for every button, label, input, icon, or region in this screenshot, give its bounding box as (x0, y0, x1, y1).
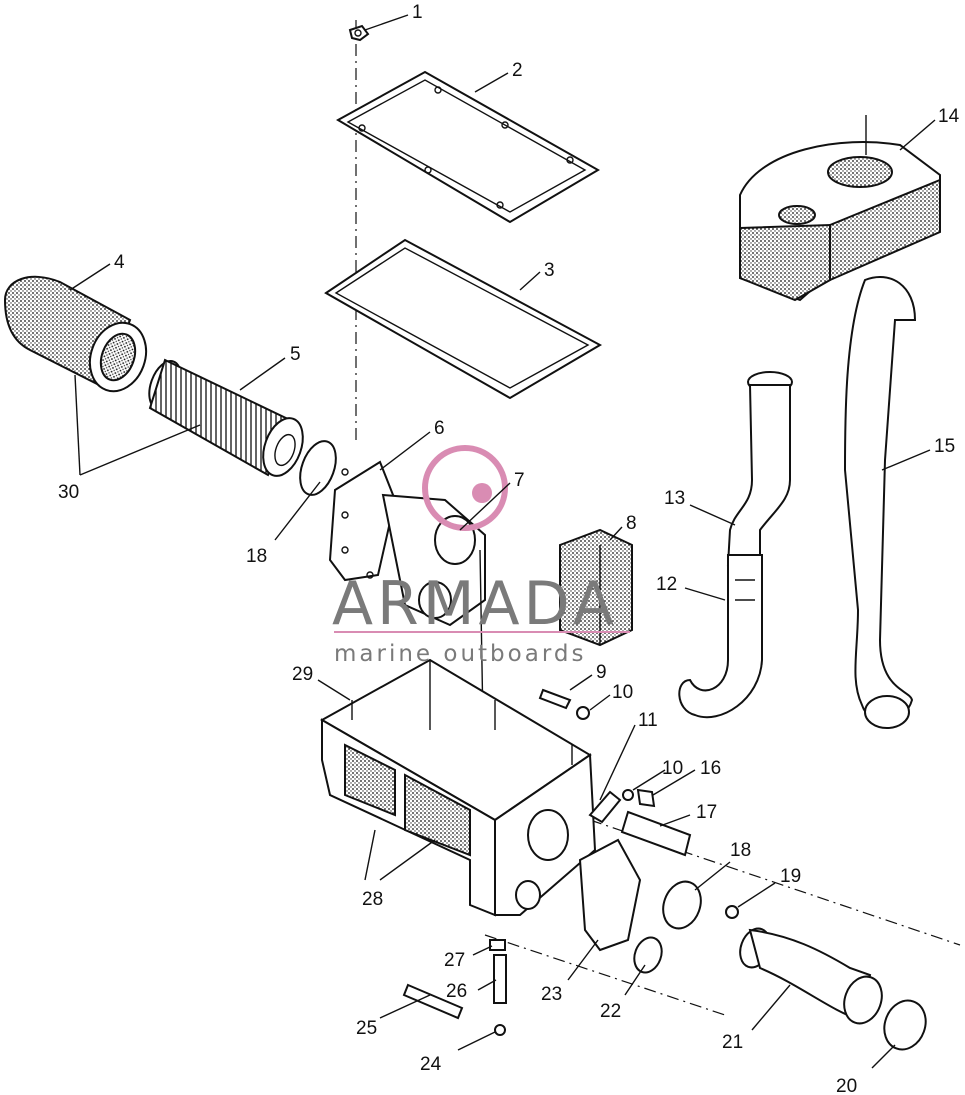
part-28-airbox (319, 658, 597, 917)
part-24-screw (494, 1024, 506, 1036)
callout-10-upper: 10 (612, 682, 633, 703)
part-14-silencer-box (739, 115, 941, 302)
callout-1: 1 (412, 2, 423, 23)
part-10-washer-upper (576, 706, 590, 720)
callout-16: 16 (700, 758, 721, 779)
callout-10-lower: 10 (662, 758, 683, 779)
part-11-bracket (588, 790, 622, 824)
callout-13: 13 (664, 488, 685, 509)
part-26-pin (493, 954, 507, 1004)
callout-22: 22 (600, 1001, 621, 1022)
callout-18-upper: 18 (246, 546, 267, 567)
callout-15: 15 (934, 436, 955, 457)
callout-23: 23 (541, 984, 562, 1005)
leader-lines (69, 14, 936, 1069)
callout-24: 24 (420, 1054, 442, 1075)
callout-19: 19 (780, 866, 801, 887)
lower-axis-line (484, 934, 726, 1016)
callout-27: 27 (444, 950, 465, 971)
part-10-washer-lower (622, 789, 634, 801)
part-8-foam-block (559, 528, 633, 647)
part-1-wing-nut (348, 24, 370, 42)
callout-5: 5 (290, 344, 301, 365)
part-16-nut (636, 788, 656, 808)
part-15-long-hose (843, 275, 917, 729)
part-9-bolt (538, 688, 572, 710)
part-17-pipe (620, 810, 692, 857)
part-18-clamp-lower (662, 880, 702, 930)
part-13-hose (726, 371, 793, 567)
callout-8: 8 (626, 513, 637, 534)
part-23-gasket (578, 838, 642, 952)
part-4-prefilter-sleeve (3, 275, 148, 393)
part-22-clamp (633, 936, 663, 974)
part-2-cover (335, 70, 600, 224)
part-25-rod (402, 983, 464, 1020)
part-3-gasket (324, 238, 603, 400)
watermark-tagline: marine outboards (334, 641, 586, 667)
callout-25: 25 (356, 1018, 377, 1039)
callout-29: 29 (292, 664, 313, 685)
callout-18-lower: 18 (730, 840, 751, 861)
callout-17: 17 (696, 802, 717, 823)
watermark-propeller-icon (422, 445, 508, 531)
callout-26: 26 (446, 981, 467, 1002)
part-20-clamp (883, 999, 927, 1051)
callout-9: 9 (596, 662, 607, 683)
part-19-nut (725, 905, 739, 919)
callout-6: 6 (434, 418, 445, 439)
callout-20: 20 (836, 1076, 857, 1095)
watermark: ARMADA marine outboards (332, 445, 630, 667)
part-12-hose (678, 554, 763, 719)
callout-21: 21 (722, 1032, 743, 1053)
part-18-clamp-upper (299, 440, 337, 496)
callout-28: 28 (362, 889, 383, 910)
part-21-intake-boot (739, 927, 883, 1025)
callout-7: 7 (514, 470, 525, 491)
callout-4: 4 (114, 252, 125, 273)
callout-30: 30 (58, 482, 79, 503)
callout-14: 14 (938, 106, 960, 127)
part-6-gasket (328, 460, 397, 582)
watermark-brand: ARMADA (332, 569, 618, 639)
callout-2: 2 (512, 60, 523, 81)
callout-3: 3 (544, 260, 555, 281)
callout-labels: 1 2 3 4 5 6 7 8 9 10 10 11 12 13 14 15 1… (58, 2, 960, 1095)
part-5-filter-element (148, 358, 304, 477)
callout-12: 12 (656, 574, 677, 595)
part-27-grommet (489, 939, 506, 951)
callout-11: 11 (638, 710, 658, 731)
